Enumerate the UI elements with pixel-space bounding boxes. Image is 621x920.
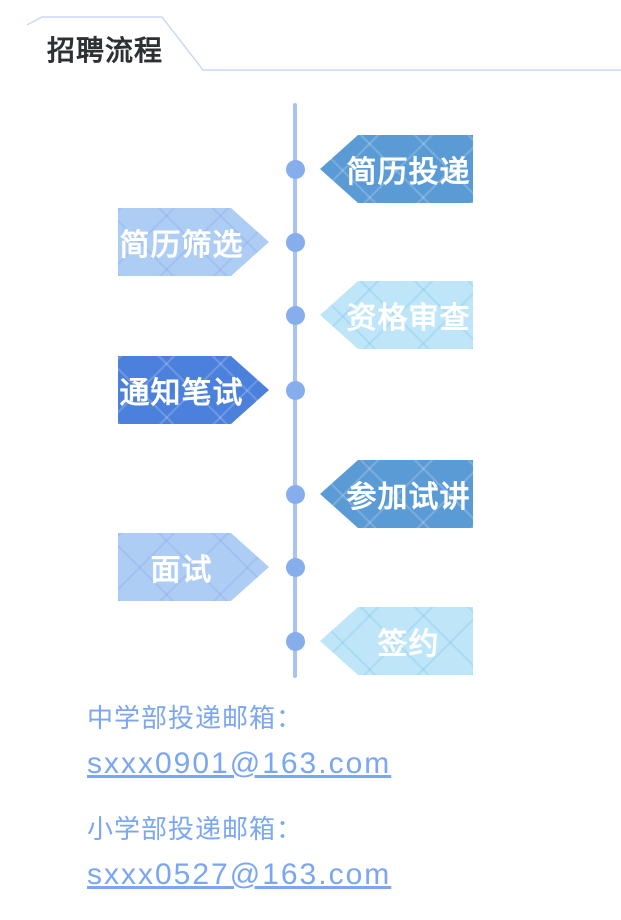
flow-step-label: 签约 <box>377 628 440 661</box>
flow-step-resume-submission: 简历投递 <box>320 135 473 203</box>
timeline-dot <box>286 632 305 651</box>
timeline-dot <box>286 160 305 179</box>
contact-primary-school: 小学部投递邮箱： sxxx0527@163.com <box>87 813 391 891</box>
flow-step-qualification-review: 资格审查 <box>320 281 473 349</box>
flow-step-label: 面试 <box>150 554 213 587</box>
contact-section: 中学部投递邮箱： sxxx0901@163.com 小学部投递邮箱： sxxx0… <box>87 702 391 891</box>
flow-step-resume-screening: 简历筛选 <box>118 208 269 276</box>
header-outline <box>26 16 621 71</box>
page-title: 招聘流程 <box>47 35 164 66</box>
contact-label: 小学部投递邮箱： <box>87 814 304 844</box>
flow-step-trial-lecture: 参加试讲 <box>320 460 473 528</box>
flow-step-label: 参加试讲 <box>346 481 471 514</box>
flow-step-label: 简历筛选 <box>119 229 244 262</box>
primary-school-email-link[interactable]: sxxx0527@163.com <box>87 858 392 891</box>
timeline-dot <box>286 306 305 325</box>
flow-step-contract-signing: 签约 <box>320 607 473 675</box>
timeline-dot <box>286 381 305 400</box>
flow-step-written-test-notice: 通知笔试 <box>118 356 269 424</box>
contact-middle-school: 中学部投递邮箱： sxxx0901@163.com <box>87 702 391 780</box>
timeline-dot <box>286 558 305 577</box>
flow-step-interview: 面试 <box>118 533 269 601</box>
flow-step-label: 资格审查 <box>346 302 471 335</box>
flow-step-label: 通知笔试 <box>119 377 244 410</box>
timeline-dot <box>286 233 305 252</box>
contact-label: 中学部投递邮箱： <box>87 703 304 733</box>
middle-school-email-link[interactable]: sxxx0901@163.com <box>87 747 392 780</box>
flow-step-label: 简历投递 <box>346 156 471 189</box>
timeline-dot <box>286 485 305 504</box>
